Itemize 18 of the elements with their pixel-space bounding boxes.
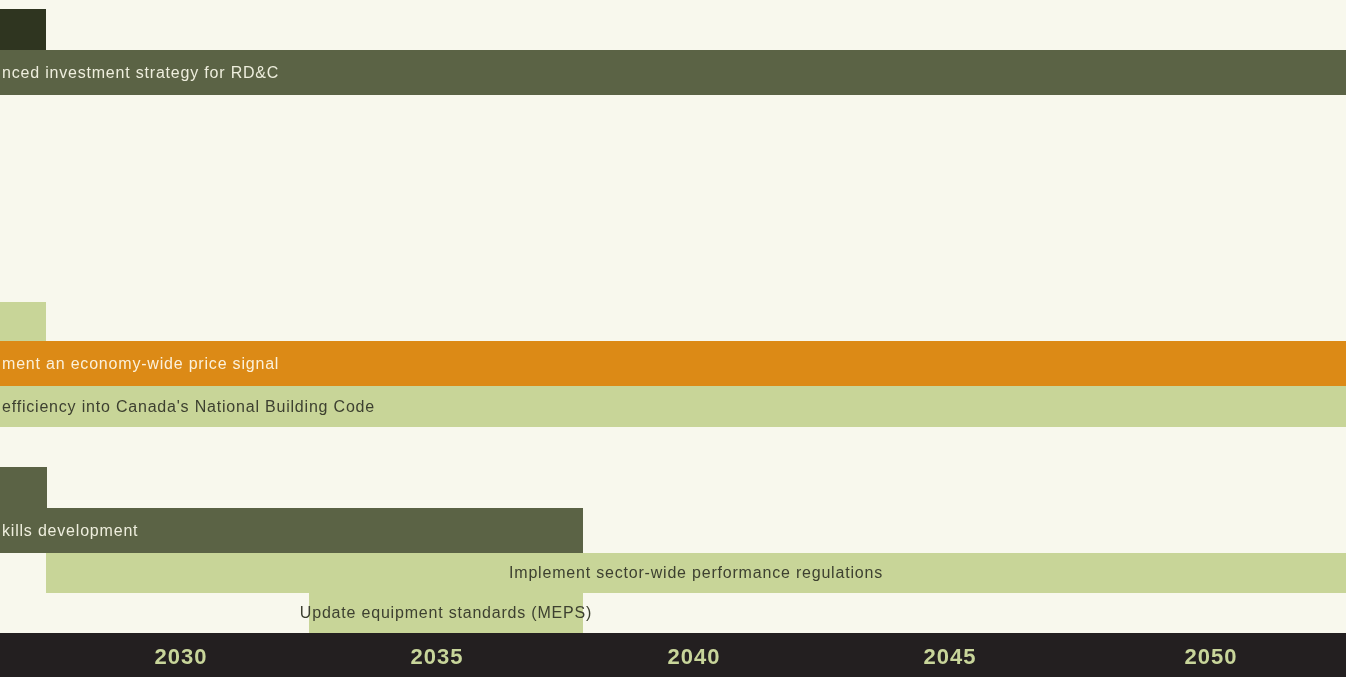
- timeline-bar: [0, 9, 46, 50]
- year-label: 2045: [923, 644, 977, 670]
- timeline-bar: [0, 50, 1346, 95]
- bar-label: kills development: [2, 521, 139, 540]
- bar-label: nced investment strategy for RD&C: [2, 63, 280, 82]
- bar-label: Implement sector-wide performance regulations: [509, 564, 883, 582]
- bar-label: ment an economy-wide price signal: [2, 354, 280, 373]
- timeline-bar: [0, 302, 46, 341]
- year-label: 2040: [667, 644, 721, 670]
- year-label: 2035: [410, 644, 464, 670]
- timeline-bar: [0, 341, 1346, 386]
- bar-label: efficiency into Canada's National Building Code: [2, 397, 375, 416]
- timeline-bar: [46, 553, 1346, 593]
- timeline-bar: [0, 508, 583, 553]
- year-label: 2050: [1184, 644, 1238, 670]
- timeline-bar: [0, 467, 47, 508]
- timeline-bar: [0, 386, 1346, 427]
- year-label: 2030: [154, 644, 208, 670]
